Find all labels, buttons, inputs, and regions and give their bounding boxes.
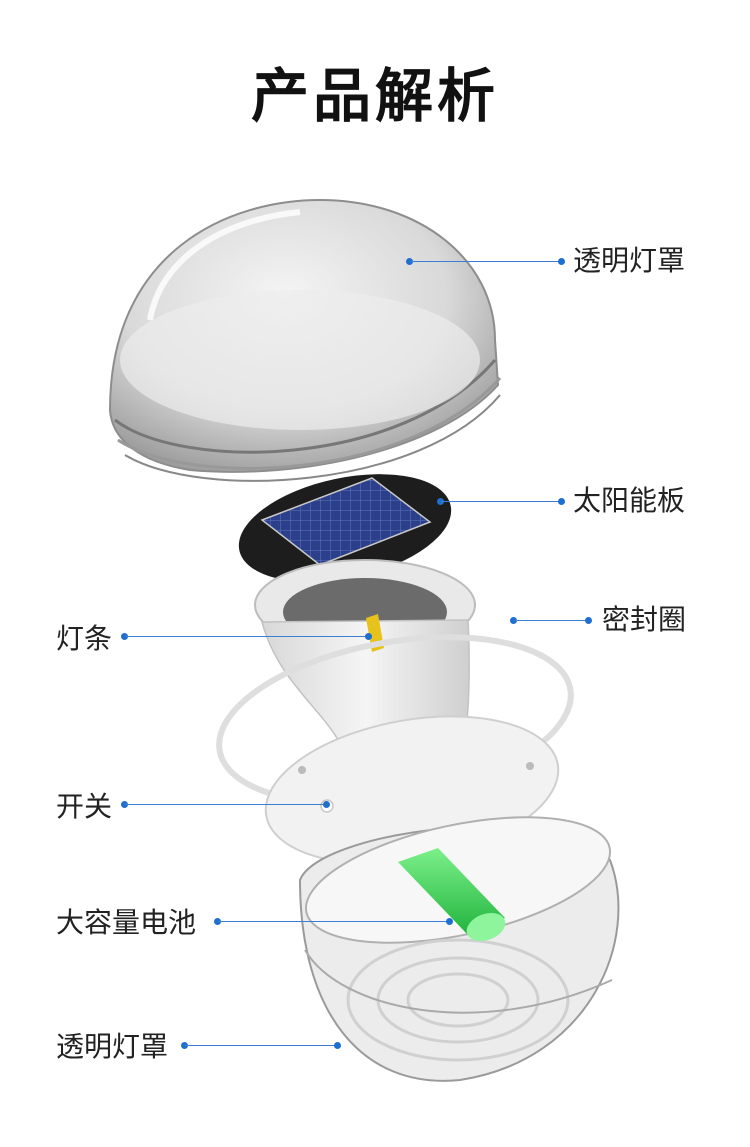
- callout-seal-ring: 密封圈: [602, 603, 686, 637]
- switch-dot: [323, 801, 330, 808]
- bottom-cover-dot: [334, 1042, 341, 1049]
- battery-line: [218, 921, 450, 922]
- callout-bottom-cover: 透明灯罩: [56, 1030, 168, 1064]
- callout-top-cover: 透明灯罩: [573, 244, 685, 278]
- seal-ring-end-dot: [585, 617, 592, 624]
- solar-panel-end-dot: [558, 498, 565, 505]
- seal-ring-line: [514, 620, 589, 621]
- callout-solar-panel: 太阳能板: [573, 484, 685, 518]
- top-cover-line: [410, 261, 562, 262]
- callout-battery: 大容量电池: [56, 906, 196, 940]
- light-bar-dot: [365, 633, 372, 640]
- callout-light-bar: 灯条: [56, 622, 112, 656]
- light-bar-line: [125, 636, 369, 637]
- battery-dot: [446, 918, 453, 925]
- solar-panel-line: [441, 501, 562, 502]
- top-cover-shape: [110, 200, 500, 481]
- callout-switch: 开关: [56, 790, 112, 824]
- bottom-cover-line: [185, 1045, 338, 1046]
- switch-line: [125, 804, 327, 805]
- top-cover-end-dot: [558, 258, 565, 265]
